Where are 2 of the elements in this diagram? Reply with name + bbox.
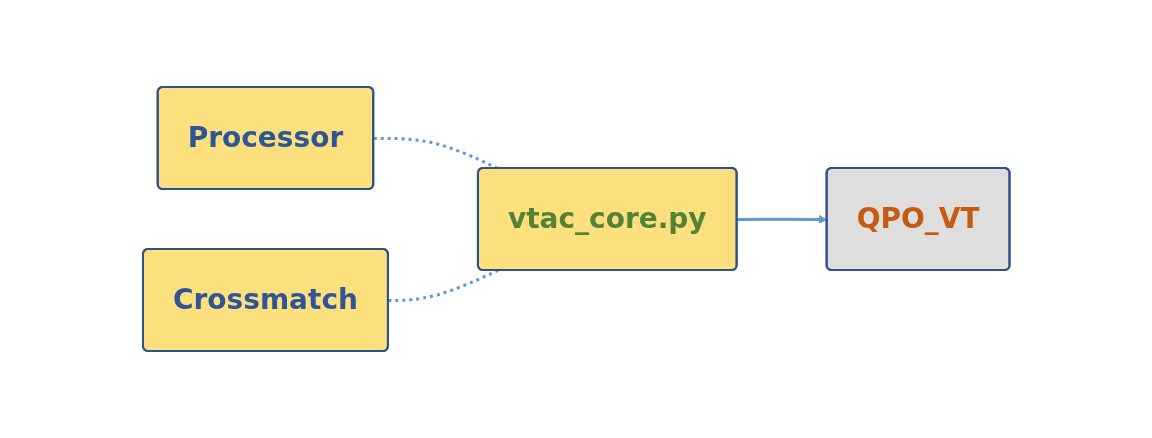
connector — [373, 136, 499, 170]
connector — [388, 269, 499, 302]
